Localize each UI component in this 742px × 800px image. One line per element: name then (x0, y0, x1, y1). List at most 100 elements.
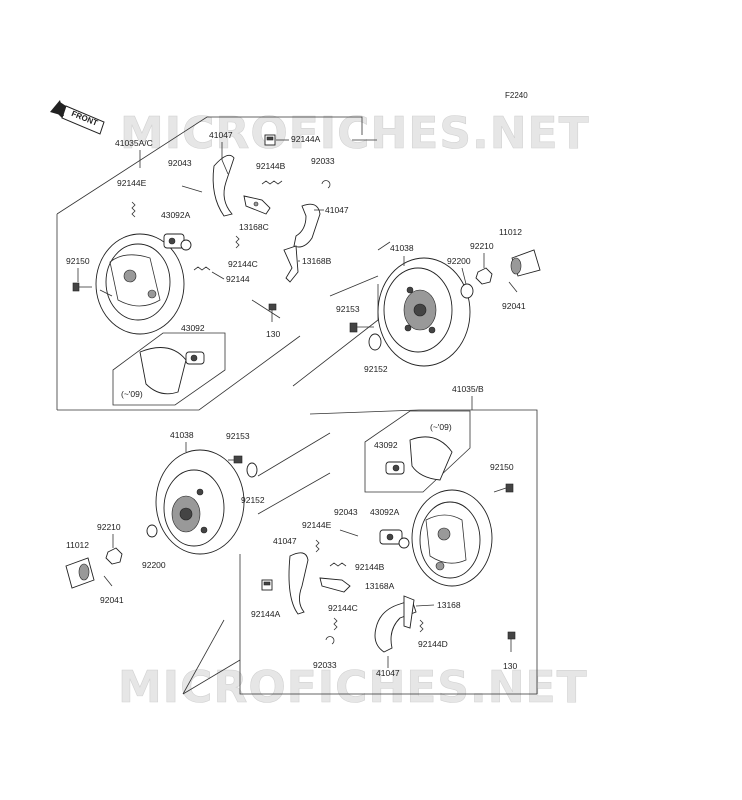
lower-stud-92153 (228, 455, 243, 464)
lower-92210-label: 92210 (97, 522, 121, 532)
upper-41047b-label: 41047 (325, 205, 349, 215)
upper-92144b-label: 92144B (256, 161, 286, 171)
lower-pin-92043 (339, 529, 359, 537)
upper-clip-92033 (321, 180, 331, 189)
upper-spring-92144c (235, 235, 240, 249)
front-arrow-icon: FRONT (50, 100, 105, 135)
upper-13168b-label: 13168B (302, 256, 332, 266)
lower-92153-label: 92153 (226, 431, 250, 441)
lower-drum-41038-label: 41038 (170, 430, 194, 440)
lower-adjuster-13168a (319, 577, 351, 593)
lower-130-label: 130 (503, 661, 517, 671)
upper-adjuster-13168c (243, 195, 271, 215)
upper-bolt-92150 (72, 282, 92, 292)
lower-92144d-label: 92144D (418, 639, 448, 649)
lower-cotter-pin-92041 (103, 575, 113, 587)
lower-clip-92033 (325, 636, 335, 645)
upper-130-label: 130 (266, 329, 280, 339)
lower-inset-date: (~'09) (430, 422, 452, 432)
upper-seal-92152 (368, 333, 382, 351)
lower-brake-assembly: 41035/B 43092 (~'09) 92150 92043 (182, 384, 538, 695)
watermark-bottom: MICROFICHES.NET (118, 662, 588, 713)
figure-ref: F2240 (505, 91, 528, 100)
upper-92200-label: 92200 (447, 256, 471, 266)
upper-92144-label: 92144 (226, 274, 250, 284)
upper-brake-drum-41038 (377, 257, 471, 367)
lower-92150-label: 92150 (490, 462, 514, 472)
lower-wheel-cylinder-43092a (379, 529, 410, 549)
lower-washer-92200 (146, 524, 158, 538)
watermark-top: MICROFICHES.NET (120, 108, 590, 159)
upper-bolt-130 (268, 303, 277, 322)
lower-seal-92152 (246, 462, 258, 478)
upper-43092-label: 43092 (181, 323, 205, 333)
lower-brake-shoe-41047a (288, 552, 309, 615)
lower-92144c-label: 92144C (328, 603, 358, 613)
upper-spring-92144b (261, 180, 283, 185)
upper-41047a-label: 41047 (209, 130, 233, 140)
lower-41047b-label: 41047 (376, 668, 400, 678)
lower-92144a-label: 92144A (251, 609, 281, 619)
upper-group-label: 41035A/C (115, 138, 153, 148)
lower-92041-label: 92041 (100, 595, 124, 605)
lower-backing-plate (411, 489, 493, 587)
upper-inset-date: (~'09) (121, 389, 143, 399)
upper-cotter-pin-92041 (508, 281, 518, 293)
upper-43092a-label: 43092A (161, 210, 191, 220)
upper-92152-label: 92152 (364, 364, 388, 374)
upper-inset-box: 43092 (~'09) (112, 323, 226, 406)
lower-spring-92144e (315, 539, 320, 553)
lower-43092-label: 43092 (374, 440, 398, 450)
upper-spring-92144e (131, 201, 136, 218)
upper-spring-92144 (193, 266, 211, 271)
upper-92150-label: 92150 (66, 256, 90, 266)
lower-cap-11012 (65, 557, 95, 589)
lower-spring-92144c (333, 617, 338, 631)
upper-drum-assembly: 41038 92200 92210 11012 92041 92153 9215… (292, 227, 541, 387)
lower-bolt-92150 (493, 483, 514, 493)
upper-drum-41038-label: 41038 (390, 243, 414, 253)
lower-bolt-130 (507, 631, 516, 652)
upper-brake-assembly: 41035A/C 92150 43092A 92144E (56, 116, 377, 411)
lower-clip-92144a (261, 579, 273, 591)
lower-92200-label: 92200 (142, 560, 166, 570)
upper-92144e-label: 92144E (117, 178, 147, 188)
upper-brake-shoe-41047a (212, 154, 235, 217)
upper-11012-label: 11012 (499, 227, 522, 237)
upper-washer-92200 (460, 283, 474, 299)
lower-92152-label: 92152 (241, 495, 265, 505)
upper-92144a-label: 92144A (291, 134, 321, 144)
lower-brake-drum-41038 (155, 449, 245, 555)
upper-backing-plate (95, 233, 185, 335)
lower-13168-label: 13168 (437, 600, 461, 610)
upper-brake-shoe-41047b (293, 203, 321, 248)
lower-41047a-label: 41047 (273, 536, 297, 546)
lower-13168a-label: 13168A (365, 581, 395, 591)
lower-spring-92144d (419, 619, 424, 633)
upper-wheel-cylinder-43092a (163, 233, 192, 251)
upper-13168c-label: 13168C (239, 222, 269, 232)
upper-clip-92144a (264, 134, 276, 146)
upper-cap-11012 (510, 249, 541, 277)
lower-lever-13168 (403, 595, 415, 629)
upper-92043-label: 92043 (168, 158, 192, 168)
upper-92210-label: 92210 (470, 241, 494, 251)
upper-92033-label: 92033 (311, 156, 335, 166)
lower-group-label: 41035/B (452, 384, 484, 394)
lower-inset-box: 43092 (~'09) (364, 410, 471, 493)
upper-lever-13168b (283, 245, 299, 283)
lower-drum-assembly: 41038 92153 92152 92210 92200 11012 9204… (65, 430, 331, 605)
upper-92144c-label: 92144C (228, 259, 258, 269)
lower-43092a-label: 43092A (370, 507, 400, 517)
lower-11012-label: 11012 (66, 540, 89, 550)
lower-92144b-label: 92144B (355, 562, 385, 572)
upper-stud-92153 (349, 322, 374, 333)
lower-nut-92210 (105, 547, 123, 565)
lower-92043-label: 92043 (334, 507, 358, 517)
lower-92144e-label: 92144E (302, 520, 332, 530)
lower-92033-label: 92033 (313, 660, 337, 670)
upper-92041-label: 92041 (502, 301, 526, 311)
lower-spring-92144b (329, 562, 347, 567)
upper-pin-92043 (181, 185, 203, 193)
